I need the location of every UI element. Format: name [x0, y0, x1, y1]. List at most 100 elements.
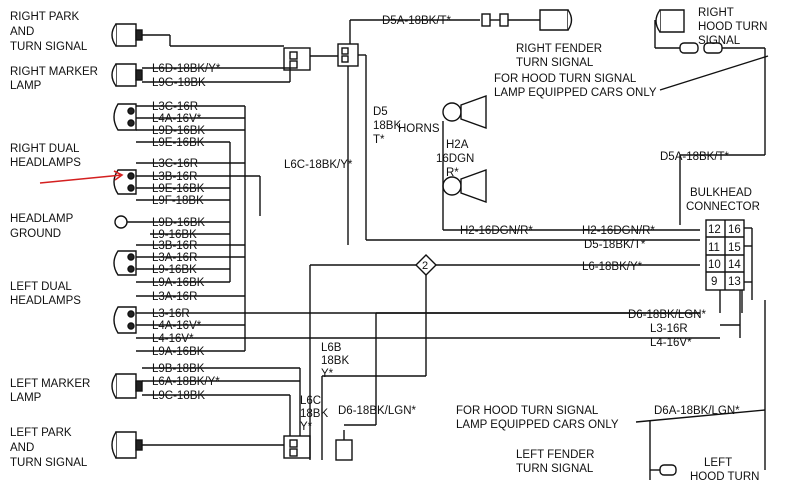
wire-label: L6D-18BK/Y*	[152, 63, 221, 75]
svg-text:RIGHT: RIGHT	[698, 7, 734, 19]
wire-label: 18BK	[300, 408, 328, 420]
left-park-turn-signal-label: LEFT PARK AND TURN SIGNAL	[10, 427, 88, 469]
svg-text:TURN SIGNAL: TURN SIGNAL	[516, 463, 594, 475]
center-wire-group: D5A-18BK/T* D5 18BK T* L6C-18BK/Y* 2 L6B…	[284, 15, 700, 461]
svg-text:LEFT MARKER: LEFT MARKER	[10, 378, 90, 390]
wire-label: L6B	[321, 342, 342, 354]
wire-label: L9E-16BK	[152, 137, 205, 149]
left-park-connector	[142, 435, 311, 459]
wire-label: L4A-16V*	[152, 320, 202, 332]
wire-label: H2-16DGN/R*	[582, 225, 655, 237]
svg-text:LEFT FENDER: LEFT FENDER	[516, 449, 594, 461]
h2a-label: H2A 16DGN R*	[436, 139, 474, 179]
right-dual-headlamps-label: RIGHT DUAL HEADLAMPS	[10, 143, 81, 169]
horn-upper-symbol	[442, 95, 487, 129]
wire-label: L6-18BK/Y*	[582, 261, 643, 273]
svg-text:H2A: H2A	[446, 139, 469, 151]
wire-label: Y*	[300, 421, 313, 433]
wire-label: D5A-18BK/T*	[660, 151, 730, 163]
right-headlamp-inner-symbol	[113, 169, 137, 195]
bulkhead-pin: 10	[708, 259, 721, 271]
svg-text:HEADLAMP: HEADLAMP	[10, 213, 74, 225]
svg-text:GROUND: GROUND	[10, 228, 61, 240]
wire-label: L9F-18BK	[152, 195, 204, 207]
wire-label: D5	[373, 106, 388, 118]
wire-label: L9D-16BK	[152, 217, 205, 229]
right-hood-turn-signal-label: RIGHT HOOD TURN SIGNAL	[698, 7, 767, 47]
svg-text:HEADLAMPS: HEADLAMPS	[10, 295, 81, 307]
splice-2-symbol: 2	[415, 254, 437, 276]
svg-text:AND: AND	[10, 26, 34, 38]
svg-text:RIGHT PARK: RIGHT PARK	[10, 11, 80, 23]
hood-note-top: FOR HOOD TURN SIGNAL LAMP EQUIPPED CARS …	[494, 55, 769, 99]
svg-text:LAMP EQUIPPED CARS ONLY: LAMP EQUIPPED CARS ONLY	[456, 419, 619, 431]
svg-text:LAMP: LAMP	[10, 80, 42, 92]
svg-text:HOOD TURN: HOOD TURN	[690, 471, 759, 483]
wire-label: D5A-18BK/T*	[382, 15, 452, 27]
right-marker-lamp-label: RIGHT MARKER LAMP	[10, 66, 98, 92]
wire-label: L3-16R	[152, 308, 190, 320]
left-marker-lamp-symbol	[111, 373, 143, 399]
svg-text:CONNECTOR: CONNECTOR	[686, 201, 760, 213]
svg-text:FOR HOOD TURN SIGNAL: FOR HOOD TURN SIGNAL	[494, 73, 637, 85]
svg-text:TURN SIGNAL: TURN SIGNAL	[10, 41, 88, 53]
left-headlamp-inner-symbol	[113, 250, 137, 276]
horn-lower-symbol	[442, 169, 487, 203]
wire-label: L9A-16BK	[152, 277, 205, 289]
left-wire-group: L6D-18BK/Y* L9G-18BK L3C-16R L4A-16V* L9…	[136, 63, 720, 436]
svg-text:TURN SIGNAL: TURN SIGNAL	[10, 457, 88, 469]
svg-text:FOR HOOD TURN SIGNAL: FOR HOOD TURN SIGNAL	[456, 405, 599, 417]
bulkhead-pin: 14	[728, 259, 741, 271]
left-headlamp-outer-symbol	[113, 306, 137, 334]
right-park-turn-signal-label: RIGHT PARK AND TURN SIGNAL	[10, 11, 88, 53]
headlamp-ground-label: HEADLAMP GROUND	[10, 213, 74, 240]
wire-label: L3C-16R	[152, 158, 198, 170]
wire-label: L4-16V*	[650, 337, 692, 349]
right-marker-lamp-symbol	[111, 63, 143, 87]
wire-label: L6C	[300, 395, 321, 407]
wire-label: D6-18BK/LGN*	[338, 405, 417, 417]
wire-label: L3-16R	[650, 323, 688, 335]
svg-text:RIGHT DUAL: RIGHT DUAL	[10, 143, 80, 155]
headlamp-ground-symbol	[114, 215, 150, 229]
bulkhead-pin: 16	[728, 224, 741, 236]
left-dual-headlamps-label: LEFT DUAL HEADLAMPS	[10, 281, 81, 307]
wire-label: L3A-16R	[152, 252, 197, 264]
bulkhead-pin: 13	[728, 276, 741, 288]
horns-label: HORNS	[398, 123, 440, 135]
svg-text:SIGNAL: SIGNAL	[698, 35, 741, 47]
red-pointer-arrow	[39, 170, 124, 184]
wire-label: L3C-16R	[152, 101, 198, 113]
wire-label: L3B-16R	[152, 240, 197, 252]
wire-label: L4A-16V*	[152, 113, 202, 125]
svg-text:HEADLAMPS: HEADLAMPS	[10, 157, 81, 169]
wire-label: L4-16V*	[152, 333, 194, 345]
left-hood-turn-signal-symbol	[650, 464, 677, 476]
svg-text:RIGHT FENDER: RIGHT FENDER	[516, 43, 602, 55]
bulkhead-pin: 9	[711, 276, 717, 288]
svg-text:LEFT PARK: LEFT PARK	[10, 427, 72, 439]
wire-label: D6A-18BK/LGN*	[654, 405, 740, 417]
wire-label: L6C-18BK/Y*	[284, 159, 353, 171]
left-marker-lamp-label: LEFT MARKER LAMP	[10, 378, 90, 404]
wire-label: 18BK	[373, 120, 401, 132]
wire-label: Y*	[321, 368, 334, 380]
wire-label: T*	[373, 134, 385, 146]
wire-label: D5-18BK/T*	[584, 239, 646, 251]
bulkhead-connector: 12 16 11 15 10 14 9 13	[705, 219, 745, 291]
wire-label: L9-16BK	[152, 264, 197, 276]
wire-label: L9A-16BK	[152, 346, 205, 358]
wire-label: L9C-18BK	[152, 390, 205, 402]
left-hood-turn-label: LEFT HOOD TURN	[690, 457, 759, 483]
svg-text:AND: AND	[10, 442, 34, 454]
left-park-lamp-symbol	[111, 431, 143, 459]
svg-text:2: 2	[422, 260, 428, 272]
right-hood-turn-signal-symbol	[654, 9, 765, 54]
wire-label: L9-16BK	[152, 229, 197, 241]
wire-label: L6A-18BK/Y*	[152, 376, 220, 388]
svg-text:R*: R*	[446, 167, 459, 179]
wire-label: H2-16DGN/R*	[460, 225, 533, 237]
bulkhead-pin: 12	[708, 224, 721, 236]
svg-text:LEFT DUAL: LEFT DUAL	[10, 281, 72, 293]
